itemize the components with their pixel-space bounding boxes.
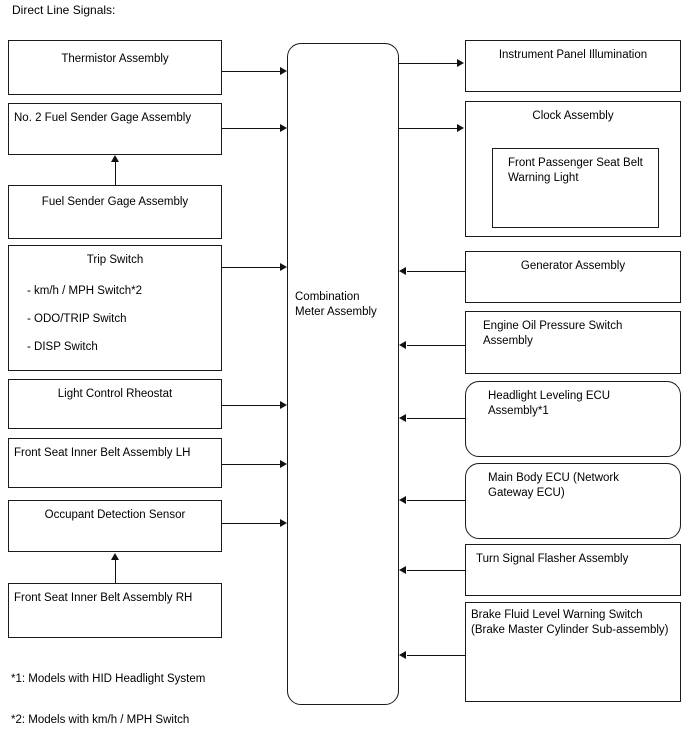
box-fuel-sender-gage-assembly: Fuel Sender Gage Assembly <box>8 185 222 239</box>
box-brake-fluid-level-warning-switch: Brake Fluid Level Warning Switch (Brake … <box>465 602 681 702</box>
box-generator-assembly: Generator Assembly <box>465 251 681 303</box>
connector-hub-to-instrument-panel-illumination <box>399 63 457 64</box>
connector-generator-assembly-to-hub <box>407 271 465 272</box>
box-label: Fuel Sender Gage Assembly <box>41 196 189 208</box>
box-label: Brake Fluid Level Warning Switch (Brake … <box>471 609 669 636</box>
connector-no2-fuel-sender-to-hub <box>222 128 280 129</box>
connector-turn-signal-flasher-to-hub <box>407 570 465 571</box>
connector-belt-lh-to-hub <box>222 464 280 465</box>
arrowhead-belt-rh-to-occupant-detection-sensor <box>111 553 119 560</box>
connector-thermistor-to-hub <box>222 71 280 72</box>
box-label: Light Control Rheostat <box>57 388 173 400</box>
box-clock-assembly: Clock Assembly Front Passenger Seat Belt… <box>465 101 681 237</box>
connector-headlight-leveling-ecu-to-hub <box>407 418 465 419</box>
box-thermistor-assembly: Thermistor Assembly <box>8 40 222 95</box>
box-label: Instrument Panel Illumination <box>498 49 648 61</box>
arrowhead-occupant-detection-sensor-to-hub <box>280 519 287 527</box>
box-label: Generator Assembly <box>520 260 626 272</box>
connector-occupant-detection-sensor-to-hub <box>222 523 280 524</box>
box-label: Main Body ECU (Network Gateway ECU) <box>488 472 620 499</box>
box-label: Thermistor Assembly <box>61 53 169 65</box>
trip-switch-item-odo-trip: - ODO/TRIP Switch <box>27 313 127 325</box>
box-label: Front Seat Inner Belt Assembly RH <box>14 592 193 604</box>
connector-hub-to-clock-assembly <box>399 128 457 129</box>
connector-trip-switch-to-hub <box>222 267 280 268</box>
box-front-seat-inner-belt-assembly-rh: Front Seat Inner Belt Assembly RH <box>8 583 222 638</box>
arrowhead-no2-fuel-sender-to-hub <box>280 124 287 132</box>
trip-switch-item-kmh-mph: - km/h / MPH Switch*2 <box>27 285 143 297</box>
box-front-passenger-seat-belt-warning-light: Front Passenger Seat Belt Warning Light <box>492 148 659 228</box>
arrowhead-light-control-rheostat-to-hub <box>280 401 287 409</box>
footnote-1: *1: Models with HID Headlight System <box>11 673 206 685</box>
hub-label: Combination Meter Assembly <box>295 291 377 318</box>
arrowhead-turn-signal-flasher-to-hub <box>399 566 406 574</box>
box-combination-meter-assembly: Combination Meter Assembly <box>287 43 399 705</box>
box-label: No. 2 Fuel Sender Gage Assembly <box>14 112 192 124</box>
box-turn-signal-flasher-assembly: Turn Signal Flasher Assembly <box>465 544 681 596</box>
arrowhead-hub-to-instrument-panel-illumination <box>457 59 464 67</box>
connector-fuel-sender-to-no2-fuel-sender <box>115 162 116 186</box>
box-light-control-rheostat: Light Control Rheostat <box>8 379 222 429</box>
arrowhead-hub-to-clock-assembly <box>457 124 464 132</box>
box-headlight-leveling-ecu-assembly: Headlight Leveling ECU Assembly*1 <box>465 381 681 457</box>
arrowhead-engine-oil-pressure-switch-to-hub <box>399 341 406 349</box>
arrowhead-belt-lh-to-hub <box>280 460 287 468</box>
box-label: Engine Oil Pressure Switch Assembly <box>483 320 623 347</box>
box-label: Front Seat Inner Belt Assembly LH <box>14 447 191 459</box>
box-label: Occupant Detection Sensor <box>44 509 186 521</box>
connector-belt-rh-to-occupant-detection-sensor <box>115 560 116 583</box>
box-front-seat-inner-belt-assembly-lh: Front Seat Inner Belt Assembly LH <box>8 438 222 488</box>
connector-brake-fluid-level-warning-switch-to-hub <box>407 655 465 656</box>
box-instrument-panel-illumination: Instrument Panel Illumination <box>465 40 681 92</box>
arrowhead-fuel-sender-to-no2-fuel-sender <box>111 155 119 162</box>
box-trip-switch: Trip Switch - km/h / MPH Switch*2 - ODO/… <box>8 245 222 371</box>
arrowhead-main-body-ecu-to-hub <box>399 496 406 504</box>
box-label: Headlight Leveling ECU Assembly*1 <box>488 390 611 417</box>
arrowhead-thermistor-to-hub <box>280 67 287 75</box>
connector-main-body-ecu-to-hub <box>407 500 465 501</box>
box-occupant-detection-sensor: Occupant Detection Sensor <box>8 500 222 552</box>
box-label: Clock Assembly <box>532 110 614 122</box>
diagram-heading: Direct Line Signals: <box>12 3 116 17</box>
arrowhead-brake-fluid-level-warning-switch-to-hub <box>399 651 406 659</box>
box-engine-oil-pressure-switch-assembly: Engine Oil Pressure Switch Assembly <box>465 311 681 374</box>
box-label: Trip Switch <box>86 254 144 266</box>
connector-engine-oil-pressure-switch-to-hub <box>407 345 465 346</box>
box-no2-fuel-sender-gage-assembly: No. 2 Fuel Sender Gage Assembly <box>8 103 222 155</box>
connector-light-control-rheostat-to-hub <box>222 405 280 406</box>
box-main-body-ecu: Main Body ECU (Network Gateway ECU) <box>465 463 681 539</box>
trip-switch-item-disp: - DISP Switch <box>27 341 98 353</box>
box-label: Turn Signal Flasher Assembly <box>476 553 629 565</box>
arrowhead-trip-switch-to-hub <box>280 263 287 271</box>
arrowhead-headlight-leveling-ecu-to-hub <box>399 414 406 422</box>
arrowhead-generator-assembly-to-hub <box>399 267 406 275</box>
footnote-2: *2: Models with km/h / MPH Switch <box>11 714 190 726</box>
box-label: Front Passenger Seat Belt Warning Light <box>508 157 643 184</box>
